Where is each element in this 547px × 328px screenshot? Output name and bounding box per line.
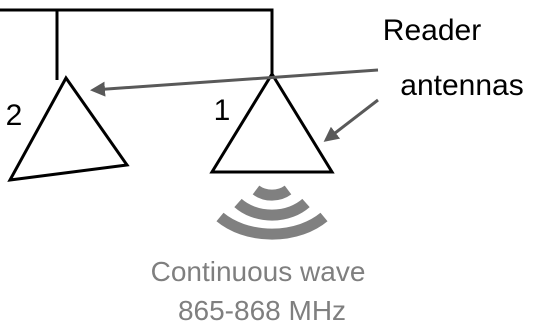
antenna-1-triangle (209, 71, 335, 174)
wave-arc-3 (216, 212, 328, 240)
antenna-1-number: 1 (214, 94, 231, 127)
wave-arc-1 (252, 185, 292, 201)
wave-caption-line2: 865-868 MHz (178, 295, 346, 326)
wave-arc-2 (234, 198, 310, 221)
arrow-to-antenna-1 (323, 98, 379, 142)
antenna-2-number: 2 (6, 99, 23, 132)
reader-label-line2: antennas (400, 69, 523, 102)
arrow-to-antenna-2 (90, 68, 379, 97)
wave-caption-line1: Continuous wave (151, 256, 366, 287)
reader-label-line1: Reader (383, 14, 481, 47)
antenna-2-triangle (7, 75, 130, 182)
wave-icon (216, 185, 328, 240)
feed-cable (0, 8, 274, 80)
